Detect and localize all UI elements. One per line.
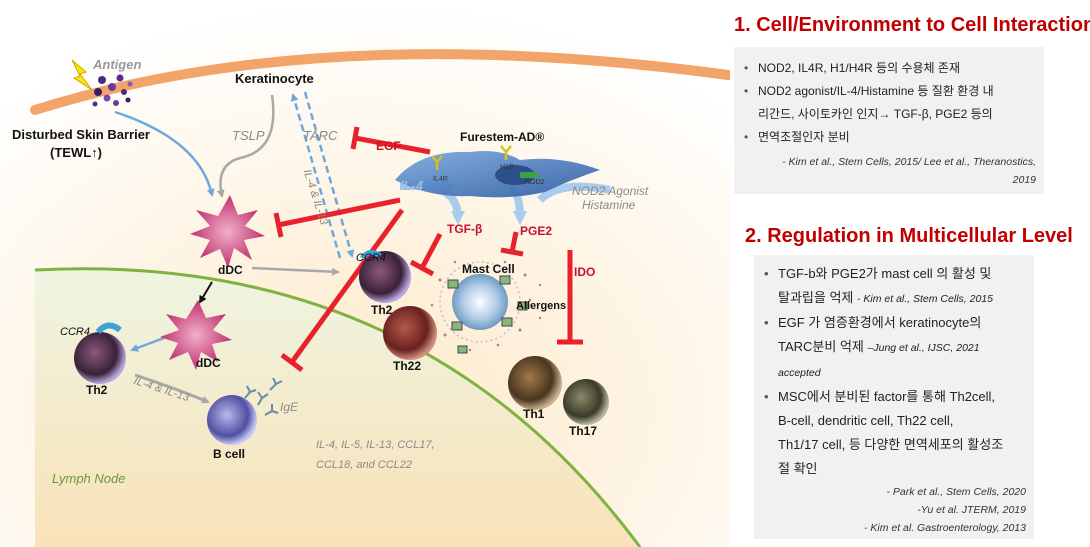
panel1-bullet-3-text: 면역조절인자 분비: [758, 130, 850, 144]
panel2-bullet-3-line4: 절 확인: [778, 461, 818, 476]
egf-label: EGF: [376, 139, 401, 153]
panel2-bullet-1: TGF-b와 PGE2가 mast cell 의 활성 및 탈과립을 억제 - …: [764, 262, 1030, 311]
inhibition-lines: [273, 126, 583, 372]
panel2: TGF-b와 PGE2가 mast cell 의 활성 및 탈과립을 억제 - …: [754, 255, 1034, 539]
msc-cell: [395, 145, 600, 198]
il4r-label: IL4R: [433, 176, 448, 183]
panel2-ref2: -Yu et al. JTERM, 2019: [917, 504, 1026, 516]
allergens-label: Allergens: [516, 300, 567, 312]
th1-label: Th1: [523, 407, 545, 421]
panel1-bullet-3: 면역조절인자 분비: [744, 126, 1038, 149]
panel2-list: TGF-b와 PGE2가 mast cell 의 활성 및 탈과립을 억제 - …: [764, 262, 1030, 481]
panel1-bullet-1: NOD2, IL4R, H1/H4R 등의 수용체 존재: [744, 57, 1038, 80]
th2-left-label: Th2: [86, 383, 108, 397]
panel2-bullet-2: EGF 가 염증환경에서 keratinocyte의 TARC분비 억제 –Ju…: [764, 311, 1030, 385]
th2-center-cell: [359, 251, 411, 303]
th17-cell: [563, 379, 609, 425]
antigen-particles: [71, 59, 133, 107]
ido-label: IDO: [574, 265, 596, 279]
b-cell: [207, 395, 257, 445]
arrow-tarc-up: [290, 93, 342, 259]
lymph-node-border: [34, 267, 642, 547]
h1r-label: H1R: [500, 164, 515, 171]
panel2-bullet-1-line1: TGF-b와 PGE2가 mast cell 의 활성 및: [778, 266, 992, 281]
arrow-tslp: [216, 94, 275, 198]
skin-barrier-band: [30, 49, 730, 115]
panel1-bullet-2-line2: 리간드, 사이토카인 인지→ TGF-β, PGE2 등의: [758, 107, 993, 121]
arrow-il4-il13-to-bcell: [134, 373, 210, 404]
panel1-list: NOD2, IL4R, H1/H4R 등의 수용체 존재 NOD2 agonis…: [744, 57, 1038, 149]
diagram-graphics: [0, 0, 730, 547]
ddc-bottom-label: dDC: [196, 356, 221, 370]
ddc-bottom-cell: [160, 300, 232, 370]
th1-cell: [508, 356, 562, 410]
panel2-bullet-3-line1: MSC에서 분비된 factor를 통해 Th2cell,: [778, 389, 996, 404]
arrow-ddc-to-th2-left: [130, 336, 165, 352]
tarc-label: TARC: [303, 128, 338, 143]
pge2-label: PGE2: [520, 224, 553, 238]
panel1-title: 1. Cell/Environment to Cell Interaction: [734, 14, 1090, 36]
arrow-ddc-to-th2: [251, 266, 340, 276]
atopic-dermatitis-diagram: Antigen Keratinocyte Disturbed Skin Barr…: [0, 0, 730, 547]
tewl-label: (TEWL↑): [50, 145, 102, 160]
panel1-bullet-2-line1: NOD2 agonist/IL-4/Histamine 등 질환 환경 내: [758, 84, 994, 98]
antigen-label: Antigen: [93, 57, 142, 72]
th22-cell: [383, 306, 437, 360]
lymph-node-label: Lymph Node: [52, 471, 126, 486]
panel2-title: 2. Regulation in Multicellular Level: [745, 225, 1073, 247]
ccr4-top-label: CCR4: [356, 252, 386, 264]
tslp-label: TSLP: [232, 128, 265, 143]
panel1-references: - Kim et al., Stem Cells, 2015/ Lee et a…: [782, 153, 1036, 189]
tgf-beta-label: TGF-β: [447, 222, 483, 236]
ccr4-receptor-left: [95, 322, 122, 335]
ccr4-left-label: CCR4: [60, 326, 90, 338]
panel1: NOD2, IL4R, H1/H4R 등의 수용체 존재 NOD2 agonis…: [734, 47, 1044, 194]
il4-label: IL-4: [400, 178, 424, 193]
th22-label: Th22: [393, 359, 422, 373]
arrow-il4-il13-down: [303, 91, 355, 258]
mast-cell: [430, 260, 542, 354]
th2-left-cell: [74, 332, 126, 384]
skin-barrier-label: Disturbed Skin Barrier: [12, 127, 150, 142]
ddc-top-label: dDC: [218, 263, 243, 277]
panel1-bullet-1-text: NOD2, IL4R, H1/H4R 등의 수용체 존재: [758, 61, 960, 75]
cytokines-line1: IL-4, IL-5, IL-13, CCL17,: [316, 439, 435, 451]
furestem-label: Furestem-AD®: [460, 130, 545, 144]
panel2-bullet-2-line2: TARC분비 억제: [778, 339, 864, 354]
arrow-nod2-in: [537, 182, 611, 204]
panel2-ref3: - Kim et al. Gastroenterology, 2013: [863, 522, 1026, 534]
ddc-top-cell: [190, 195, 265, 268]
panel2-ref1: - Park et al., Stem Cells, 2020: [886, 486, 1026, 498]
panel1-ref-line2: 2019: [1012, 174, 1036, 186]
histamine-label: Histamine: [582, 198, 636, 212]
panel1-bullet-2: NOD2 agonist/IL-4/Histamine 등 질환 환경 내 리간…: [744, 80, 1038, 126]
arrow-ddc-migration: [198, 281, 213, 304]
keratinocyte-label: Keratinocyte: [235, 71, 314, 86]
ige-label: IgE: [280, 400, 299, 414]
panel2-bullet-2-line1: EGF 가 염증환경에서 keratinocyte의: [778, 315, 982, 330]
panel2-bullet-3: MSC에서 분비된 factor를 통해 Th2cell, B-cell, de…: [764, 385, 1030, 481]
panel1-ref-line1: - Kim et al., Stem Cells, 2015/ Lee et a…: [782, 156, 1036, 168]
panel2-references: - Park et al., Stem Cells, 2020 -Yu et a…: [864, 483, 1026, 537]
arrow-barrier-to-ddc: [114, 110, 215, 197]
panel2-bullet-1-ref: - Kim et al., Stem Cells, 2015: [857, 293, 993, 305]
panel2-bullet-2-ref1: –Jung et al., IJSC, 2021: [867, 342, 980, 354]
mast-cell-label: Mast Cell: [462, 262, 515, 276]
nod2-label: NOD2: [525, 179, 545, 186]
ige-antibodies: [244, 377, 283, 416]
panel2-bullet-2-ref2: accepted: [778, 367, 821, 379]
panel2-bullet-1-line2: 탈과립을 억제: [778, 290, 854, 305]
panel2-bullet-3-line2: B-cell, dendritic cell, Th22 cell,: [778, 413, 954, 428]
panel2-bullet-3-line3: Th1/17 cell, 등 다양한 면역세포의 활성조: [778, 437, 1004, 452]
th17-label: Th17: [569, 424, 598, 438]
cytokines-line2: CCL18, and CCL22: [316, 459, 413, 471]
b-cell-label: B cell: [213, 447, 246, 461]
th2-center-label: Th2: [371, 303, 393, 317]
nod2-agonist-label: NOD2 Agonist: [572, 184, 649, 198]
ccr4-receptor-center: [360, 250, 382, 260]
